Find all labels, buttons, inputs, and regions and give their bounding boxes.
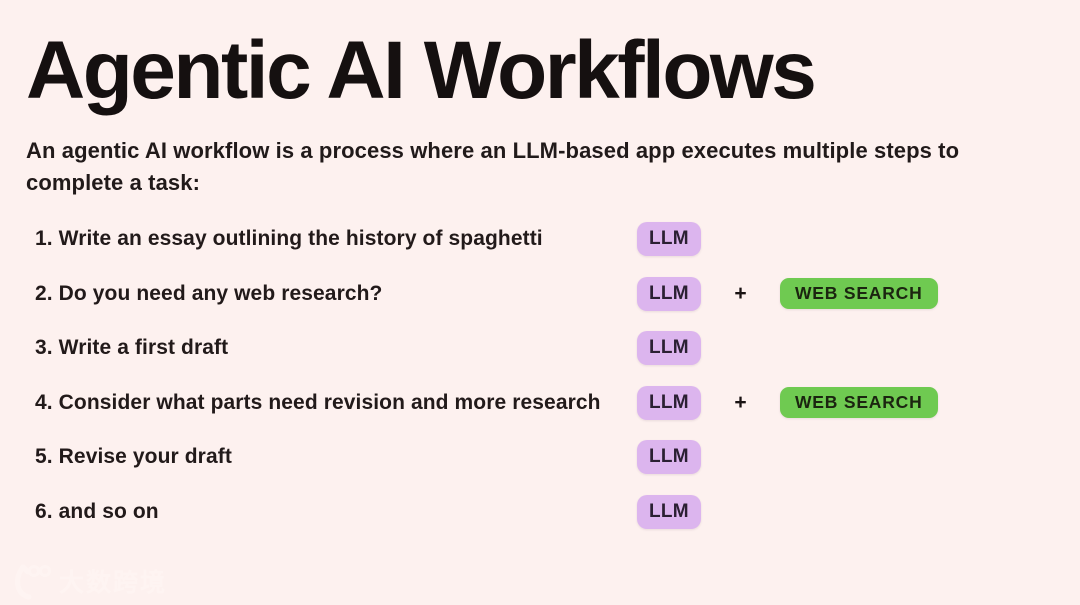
badge-group: LLM <box>637 485 701 540</box>
watermark: 大数跨境 <box>10 562 167 600</box>
llm-badge: LLM <box>637 494 701 529</box>
web-search-badge: WEB SEARCH <box>779 278 938 310</box>
step-label: 2. Do you need any web research? <box>35 281 383 305</box>
subtitle: An agentic AI workflow is a process wher… <box>26 138 960 195</box>
steps-list: 1. Write an essay outlining the history … <box>0 212 1080 539</box>
badge-group: LLM <box>637 321 701 376</box>
step-label: 3. Write a first draft <box>35 336 229 360</box>
badge-group: LLM <box>637 212 701 267</box>
llm-badge: LLM <box>637 222 701 257</box>
llm-badge: LLM <box>637 440 701 475</box>
step-row: 2. Do you need any web research? LLM + WEB … <box>0 267 1080 322</box>
badge-group: LLM + WEB SEARCH <box>637 267 938 322</box>
watermark-logo-icon <box>15 564 51 600</box>
step-label: 5. Revise your draft <box>35 445 232 469</box>
page-title: Agentic AI Workflows <box>26 25 817 116</box>
plus-icon: + <box>734 390 747 414</box>
step-label: 4. Consider what parts need revision and… <box>35 390 601 414</box>
step-row: 4. Consider what parts need revision and… <box>0 376 1080 431</box>
badge-group: LLM + WEB SEARCH <box>637 376 938 431</box>
step-row: 3. Write a first draft LLM <box>0 321 1080 376</box>
watermark-text: 大数跨境 <box>59 569 168 597</box>
plus-icon: + <box>734 281 747 305</box>
step-label: 1. Write an essay outlining the history … <box>35 227 543 251</box>
llm-badge: LLM <box>637 331 701 366</box>
step-row: 1. Write an essay outlining the history … <box>0 212 1080 267</box>
llm-badge: LLM <box>637 276 701 311</box>
llm-badge: LLM <box>637 385 701 420</box>
web-search-badge: WEB SEARCH <box>779 387 938 419</box>
step-row: 6. and so on LLM <box>0 485 1080 540</box>
step-row: 5. Revise your draft LLM <box>0 430 1080 485</box>
badge-group: LLM <box>637 430 701 485</box>
step-label: 6. and so on <box>35 499 159 523</box>
